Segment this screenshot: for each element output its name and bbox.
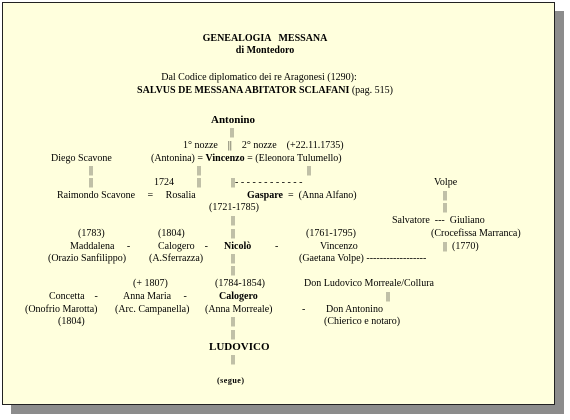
gaspare-line: Gaspare = (Anna Alfano): [247, 190, 357, 202]
person-ludovico: LUDOVICO: [209, 341, 270, 353]
person-concetta: Concetta -: [49, 291, 98, 302]
connector: ||: [197, 165, 202, 176]
quote-ref: (pag. 515): [349, 85, 393, 96]
marriages-line: 1° nozze || 2° nozze (+22.11.1735): [183, 140, 344, 151]
year-1770: || (1770): [443, 241, 479, 252]
dashed-line: ||- - - - - - - - - - - -: [231, 177, 303, 188]
connector: ||: [386, 291, 391, 302]
person-calogero-1804: Calogero -: [158, 241, 208, 252]
source-line: Dal Codice diplomatico dei re Aragonesi …: [161, 72, 357, 83]
person-nicolo: Nicolò: [224, 241, 252, 252]
spouse-gaetana-volpe: (Gaetana Volpe) ------------------: [299, 253, 427, 264]
connector: ||: [197, 177, 202, 188]
subtitle: di Montedoro: [235, 45, 295, 56]
family-volpe: Volpe: [434, 177, 458, 188]
spouse-a-sferrazza: (A.Sferrazza): [149, 253, 204, 264]
connector: ||: [231, 228, 236, 239]
person-don-antonino: Don Antonino: [326, 304, 383, 315]
connector: ||: [307, 165, 312, 176]
chierico-notaro: (Chierico e notaro): [324, 316, 401, 327]
spouse-onofrio-marotta: (Onofrio Marotta): [25, 304, 98, 315]
separator-dash: -: [302, 304, 306, 315]
segue-label: (segue): [217, 376, 245, 385]
spouse-anna-morreale: (Anna Morreale): [205, 304, 273, 315]
person-ludovico-morreale: Don Ludovico Morreale/Collura: [304, 278, 434, 289]
gaspare-years: (1721-1785): [209, 202, 259, 213]
connector: ||: [89, 165, 94, 176]
person-vincenzo-2: Vincenzo: [320, 241, 358, 252]
quote-line: SALVUS DE MESSANA ABITATOR SCLAFANI (pag…: [137, 85, 393, 97]
person-vincenzo: Vincenzo: [205, 153, 245, 164]
spouse-antonina: (Antonina) =: [151, 153, 206, 164]
salvatore-giuliano: Salvatore --- Giuliano: [392, 215, 485, 226]
connector: ||: [231, 215, 236, 226]
year-1804: (1804): [158, 228, 185, 239]
years-1784-1854: (1784-1854): [215, 278, 265, 289]
spouse-campanella: (Arc. Campanella): [115, 304, 190, 315]
root-antonino: Antonino: [211, 114, 256, 126]
year-1724: 1724: [154, 177, 174, 188]
genealogy-card: GENEALOGIA MESSANA di Montedoro Dal Codi…: [2, 2, 555, 405]
connector: ||: [231, 253, 236, 264]
spouse-eleonora: = (Eleonora Tulumello): [244, 153, 342, 164]
connector: ||: [231, 265, 236, 276]
connector: ||: [230, 127, 235, 138]
spouse-anna-alfano: = (Anna Alfano): [282, 190, 357, 201]
person-maddalena: Maddalena -: [70, 241, 131, 252]
title: GENEALOGIA MESSANA: [202, 33, 328, 44]
person-diego-scavone: Diego Scavone: [51, 153, 112, 164]
person-gaspare: Gaspare: [247, 190, 283, 201]
raimondo-rosalia: Raimondo Scavone = Rosalia: [57, 190, 196, 201]
quote-main: SALVUS DE MESSANA ABITATOR SCLAFANI: [137, 85, 350, 96]
spouse-orazio-sanfilippo: (Orazio Sanfilippo): [48, 253, 127, 264]
crocefissa-marranca: (Crocefissa Marranca): [431, 228, 521, 239]
years-1761-1795: (1761-1795): [306, 228, 356, 239]
connector: ||: [89, 177, 94, 188]
person-calogero: Calogero: [219, 291, 258, 302]
year-1804-concetta: (1804): [58, 316, 85, 327]
connector: ||: [443, 190, 448, 201]
connector: ||: [231, 329, 236, 340]
vincenzo-line: (Antonina) = Vincenzo = (Eleonora Tulume…: [151, 153, 342, 165]
connector: ||: [231, 316, 236, 327]
death-1807: (+ 1807): [133, 278, 168, 289]
person-anna-maria: Anna Maria -: [123, 291, 187, 302]
separator-dash: -: [275, 241, 279, 252]
year-1783: (1783): [78, 228, 105, 239]
connector: ||: [231, 354, 236, 365]
connector: ||: [443, 202, 448, 213]
